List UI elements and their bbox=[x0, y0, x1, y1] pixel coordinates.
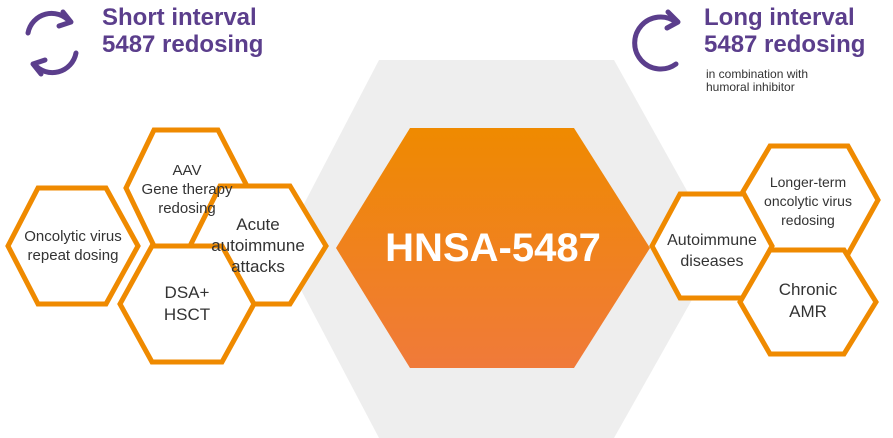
aav-line3: redosing bbox=[158, 199, 216, 217]
longer-line3: redosing bbox=[781, 211, 835, 228]
aav-line2: Gene therapy bbox=[141, 180, 233, 198]
hex-oncolytic-label: Oncolytic virus repeat dosing bbox=[10, 226, 136, 266]
long-interval-title: Long interval 5487 redosing bbox=[704, 4, 865, 58]
center-hexagon bbox=[336, 128, 650, 368]
autoimmune-line1: Autoimmune bbox=[667, 232, 757, 249]
hex-dsa-label: DSA+ HSCT bbox=[126, 280, 248, 328]
short-interval-title-line2: 5487 redosing bbox=[102, 31, 264, 58]
long-interval-title-line2: 5487 redosing bbox=[704, 31, 866, 58]
center-label: HNSA-5487 bbox=[385, 225, 601, 270]
dsa-line2: HSCT bbox=[163, 305, 211, 324]
chronic-line2: AMR bbox=[789, 302, 827, 321]
longer-line2: oncolytic virus bbox=[764, 192, 852, 209]
dsa-line1: DSA+ bbox=[164, 283, 210, 302]
hex-dsa-hsct bbox=[117, 243, 257, 365]
circular-arrows-icon bbox=[25, 9, 79, 77]
aav-line1: AAV bbox=[172, 161, 202, 179]
longer-line1: Longer-term bbox=[769, 173, 847, 190]
chronic-line1: Chronic bbox=[778, 280, 838, 299]
acute-line1: Acute bbox=[236, 214, 280, 234]
note-line2: humoral inhibitor bbox=[706, 80, 795, 94]
humoral-inhibitor-note: in combination with humoral inhibitor bbox=[706, 68, 808, 94]
circular-arrow-icon bbox=[632, 9, 681, 72]
autoimmune-line2: diseases bbox=[680, 253, 744, 270]
acute-line3: attacks bbox=[231, 256, 285, 276]
note-line1: in combination with bbox=[706, 67, 809, 81]
short-interval-title-line1: Short interval bbox=[102, 4, 257, 31]
hex-chronic-label: Chronic AMR bbox=[744, 276, 872, 326]
oncolytic-line2: repeat dosing bbox=[27, 247, 119, 264]
short-interval-title: Short interval 5487 redosing bbox=[102, 4, 263, 58]
long-interval-title-line1: Long interval bbox=[704, 4, 855, 31]
hex-autoimmune-label: Autoimmune diseases bbox=[652, 228, 772, 274]
hex-longer-label: Longer-term oncolytic virus redosing bbox=[742, 172, 874, 230]
acute-line2: autoimmune bbox=[211, 235, 305, 255]
hex-oncolytic-repeat bbox=[5, 185, 141, 307]
oncolytic-line1: Oncolytic virus bbox=[24, 228, 122, 245]
hex-chronic-amr bbox=[737, 247, 879, 357]
hex-acute-label: Acute autoimmune attacks bbox=[194, 212, 322, 278]
hex-aav-label: AAV Gene therapy redosing bbox=[128, 160, 246, 218]
